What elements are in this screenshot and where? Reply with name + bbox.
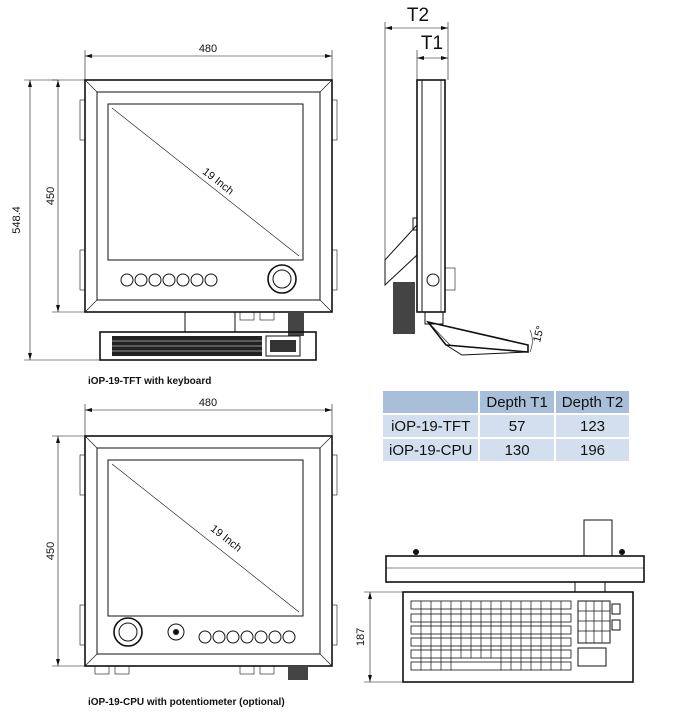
diagonal-line: [111, 107, 300, 257]
tft-front-view: 480 450 548.4 19 Inch: [11, 43, 338, 387]
t1-label: T1: [421, 33, 443, 54]
depth-table-header: Depth T1 Depth T2: [383, 391, 630, 413]
cpu-diagonal-label: 19 Inch: [208, 523, 244, 555]
potentiometer: [167, 623, 185, 641]
header-depth-t1: Depth T1: [480, 391, 554, 413]
t2-label: T2: [407, 5, 429, 26]
row-depth-t2: 196: [555, 439, 630, 461]
side-view: T2 T1 15°: [384, 5, 547, 356]
row-name: iOP-19-CPU: [383, 439, 479, 461]
row-depth-t2: 123: [555, 415, 630, 437]
cpu-caption: iOP-19-CPU with potentiometer (optional): [88, 697, 285, 708]
header-empty: [383, 391, 479, 413]
angle-label: 15°: [531, 325, 547, 344]
cpu-button-row: [198, 630, 296, 644]
tft-keyboard: [99, 331, 317, 361]
row-name: iOP-19-TFT: [383, 415, 479, 437]
cpu-front-view: 480 450 19 Inch: [45, 397, 338, 708]
cpu-height-label: 450: [45, 542, 57, 560]
tft-total-height-label: 548.4: [11, 206, 23, 234]
cpu-knob: [113, 617, 143, 647]
depth-table: Depth T1 Depth T2 iOP-19-TFT 57 123 iOP-…: [381, 389, 631, 463]
tft-height-label: 450: [45, 187, 57, 205]
keyboard-body: [402, 591, 634, 683]
row-depth-t1: 57: [480, 415, 554, 437]
table-row: iOP-19-TFT 57 123: [383, 415, 630, 437]
table-row: iOP-19-CPU 130 196: [383, 439, 630, 461]
tft-width-label: 480: [199, 43, 217, 55]
row-depth-t1: 130: [480, 439, 554, 461]
tft-caption: iOP-19-TFT with keyboard: [88, 376, 211, 387]
cpu-width-label: 480: [199, 397, 217, 409]
touchpad: [577, 647, 607, 667]
keyboard-view: 187: [355, 519, 645, 683]
keyboard-height-label: 187: [355, 628, 367, 646]
header-depth-t2: Depth T2: [555, 391, 630, 413]
tft-button-row: [120, 273, 218, 287]
tft-knob: [267, 264, 297, 294]
